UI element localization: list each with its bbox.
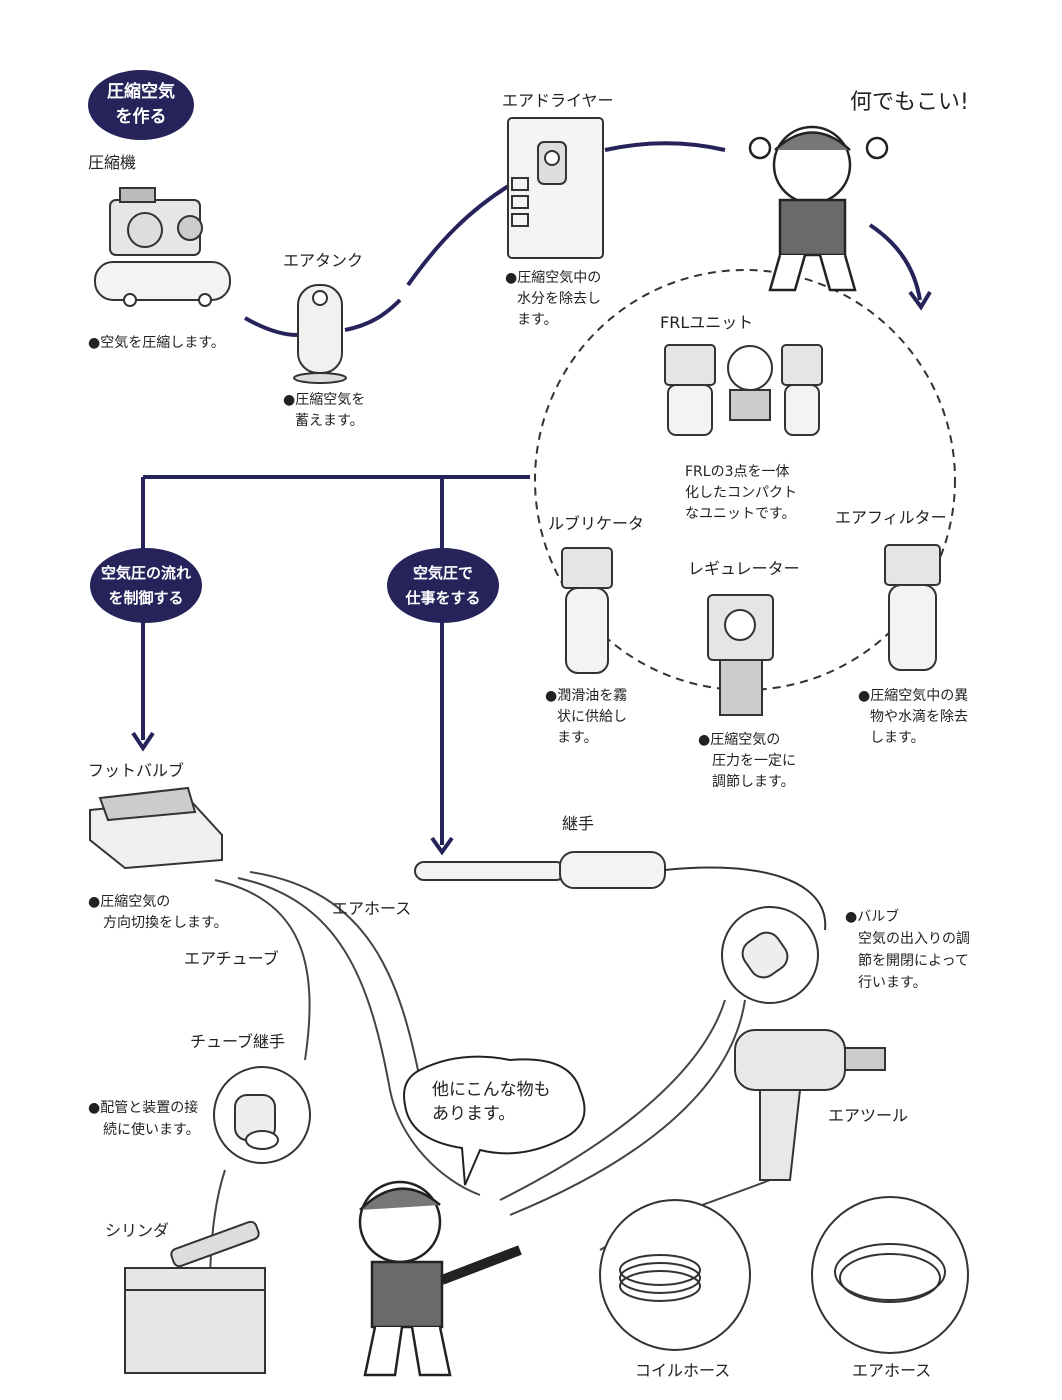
tank-desc-2: 蓄えます。 <box>295 413 364 429</box>
frl-desc-1: FRLの3点を一体 <box>685 464 790 480</box>
air-tool-icon <box>734 1029 886 1181</box>
coil-hose-title: コイルホース <box>635 1361 731 1380</box>
worker-top-icon <box>748 125 889 292</box>
valve-desc-3: 節を開閉によって <box>858 953 969 969</box>
speech-bubble <box>403 1055 586 1186</box>
filter-desc-1: ●圧縮空気中の異 <box>858 688 969 704</box>
lubricator-desc-3: ます。 <box>557 730 598 746</box>
filter-desc-3: します。 <box>870 730 925 746</box>
arrow-dryer-to-worker <box>604 141 726 152</box>
foot-valve-desc-1: ●圧縮空気の <box>88 894 171 910</box>
frl-desc-2: 化したコンパクト <box>685 485 797 501</box>
compressor-title: 圧縮機 <box>88 153 137 172</box>
regulator-title: レギュレーター <box>688 559 800 578</box>
valve-icon <box>721 906 819 1004</box>
lubricator-icon <box>561 547 613 674</box>
flow-lines <box>131 141 932 856</box>
coupling-icon <box>414 851 666 889</box>
arrow-worker-down <box>868 223 922 301</box>
arrow-tank-to-dryer <box>344 298 402 332</box>
lubricator-desc-2: 状に供給し <box>557 709 627 725</box>
air-tube-title: エアチューブ <box>184 949 279 968</box>
dryer-desc-2: 水分を除去し <box>517 291 601 307</box>
cylinder-icon <box>124 1220 266 1374</box>
badge-make-line2: を作る <box>115 107 167 127</box>
regulator-desc-3: 調節します。 <box>712 774 795 790</box>
worker-exclaim: 何でもこい! <box>850 90 969 115</box>
air-tool-title: エアツール <box>828 1106 909 1125</box>
valve-desc-1: ●バルブ <box>845 909 900 925</box>
foot-valve-desc-2: 方向切換をします。 <box>103 915 228 931</box>
foot-valve-title: フットバルブ <box>88 761 185 780</box>
regulator-desc-1: ●圧縮空気の <box>698 732 781 748</box>
regulator-icon <box>707 594 774 716</box>
tank-desc-1: ●圧縮空気を <box>283 392 366 408</box>
air-hose-mid-title: エアホース <box>332 899 412 918</box>
lubricator-desc-1: ●潤滑油を霧 <box>545 688 628 704</box>
badge-make-air: 圧縮空気 を作る <box>88 70 194 140</box>
speech-line-1: 他にこんな物も <box>432 1080 551 1100</box>
coil-hose-icon <box>599 1199 751 1351</box>
air-hose-bottom-title: エアホース <box>852 1361 932 1380</box>
badge-work-line1: 空気圧で <box>412 563 473 582</box>
valve-desc-4: 行います。 <box>858 975 927 991</box>
worker-bottom-icon <box>358 1180 522 1377</box>
dryer-desc-3: ます。 <box>517 312 558 328</box>
filter-title: エアフィルター <box>835 508 947 527</box>
frl-title: FRLユニット <box>660 313 754 332</box>
compressor-desc: ●空気を圧縮します。 <box>88 335 225 351</box>
arrow-up-to-dryer <box>406 183 512 287</box>
badge-do-work: 空気圧で 仕事をする <box>387 548 499 623</box>
dryer-desc-1: ●圧縮空気中の <box>505 270 602 286</box>
badge-control-flow: 空気圧の流れ を制御する <box>90 548 202 623</box>
speech-line-2: あります。 <box>432 1104 516 1124</box>
air-hose-icon <box>811 1196 969 1354</box>
tank-title: エアタンク <box>283 251 364 270</box>
valve-desc-2: 空気の出入りの調 <box>858 931 970 947</box>
air-filter-icon <box>884 544 941 671</box>
frl-desc-3: なユニットです。 <box>685 506 796 522</box>
foot-valve-icon <box>89 786 223 870</box>
badge-make-line1: 圧縮空気 <box>107 82 175 102</box>
badge-control-line1: 空気圧の流れ <box>100 563 191 582</box>
regulator-desc-2: 圧力を一定に <box>712 753 796 769</box>
filter-desc-2: 物や水滴を除去 <box>870 709 968 725</box>
air-tank-icon <box>293 284 347 384</box>
lubricator-title: ルブリケータ <box>548 514 645 533</box>
tube-fitting-icon <box>213 1066 311 1164</box>
badge-control-line2: を制御する <box>108 588 184 607</box>
air-dryer-icon <box>507 117 604 259</box>
cylinder-title: シリンダ <box>105 1221 170 1240</box>
tube-fitting-desc-1: ●配管と装置の接 <box>88 1100 199 1116</box>
hose-line <box>664 866 827 931</box>
tube-fitting-desc-2: 続に使います。 <box>103 1122 200 1138</box>
badge-work-line2: 仕事をする <box>405 588 481 607</box>
dryer-title: エアドライヤー <box>502 91 614 110</box>
compressor-icon <box>94 187 231 307</box>
tube-fitting-title: チューブ継手 <box>190 1032 286 1051</box>
coupling-title: 継手 <box>562 814 595 833</box>
frl-unit-icon <box>664 344 823 436</box>
